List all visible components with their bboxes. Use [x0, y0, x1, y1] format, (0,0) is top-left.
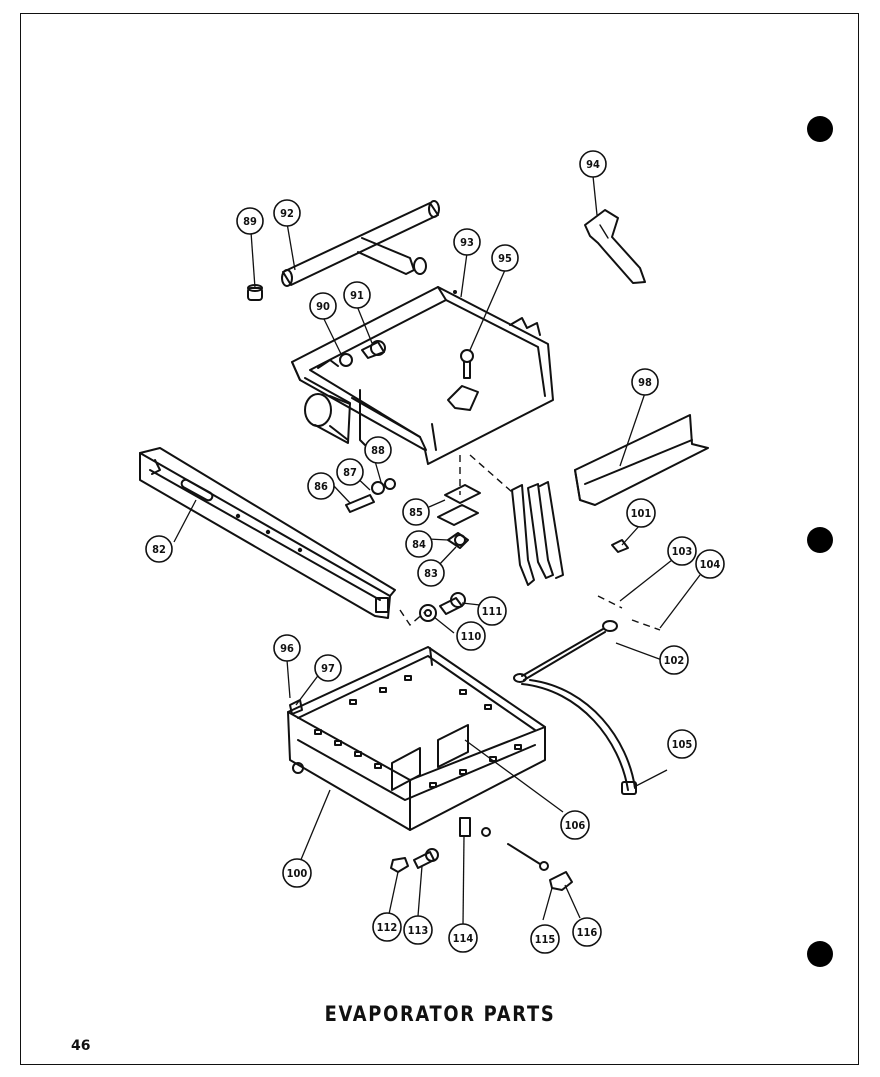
- callout-label: 105: [672, 738, 693, 751]
- callout-label: 106: [565, 819, 586, 832]
- callout-label: 98: [638, 376, 652, 389]
- part-rail: [139, 447, 396, 619]
- part-drain-tray: [287, 646, 546, 831]
- callout-label: 97: [321, 662, 335, 675]
- part-bent-fitting: [584, 209, 646, 284]
- part-angle-bracket: [574, 414, 709, 506]
- callout-92: 92: [273, 199, 301, 227]
- callout-leaders: [173, 175, 701, 926]
- callout-94: 94: [579, 150, 607, 178]
- callout-86: 86: [307, 472, 335, 500]
- callout-87: 87: [336, 458, 364, 486]
- callout-label: 85: [409, 506, 423, 519]
- part-tube: [281, 200, 440, 287]
- callout-label: 88: [371, 444, 385, 457]
- callout-label: 95: [498, 252, 512, 265]
- part-bolt-113: [413, 848, 439, 869]
- callout-88: 88: [364, 436, 392, 464]
- callout-90: 90: [309, 292, 337, 320]
- callout-label: 93: [460, 236, 474, 249]
- part-clip-101: [611, 539, 629, 553]
- callout-label: 112: [377, 921, 398, 934]
- callout-label: 103: [672, 545, 693, 558]
- callout-label: 100: [287, 867, 308, 880]
- callout-101: 101: [626, 498, 656, 528]
- callout-label: 84: [412, 538, 426, 551]
- part-washer-nut-90-91: [339, 340, 386, 367]
- callout-97: 97: [314, 654, 342, 682]
- callout-label: 90: [316, 300, 330, 313]
- part-curved-tube: [521, 679, 637, 795]
- part-thermostat-tubes: [511, 481, 564, 586]
- page-border: [20, 13, 859, 1065]
- callout-label: 91: [350, 289, 364, 302]
- binder-hole-bottom: [807, 941, 833, 967]
- callout-103: 103: [667, 536, 697, 566]
- callout-115: 115: [530, 924, 560, 954]
- assembly-leader-lines: [399, 454, 661, 631]
- callout-100: 100: [282, 858, 312, 888]
- callout-113: 113: [403, 915, 433, 945]
- callout-112: 112: [372, 912, 402, 942]
- callout-83: 83: [417, 559, 445, 587]
- callout-84: 84: [405, 530, 433, 558]
- diagram-title: EVAPORATOR PARTS: [324, 1002, 556, 1026]
- callout-label: 86: [314, 480, 328, 493]
- callout-label: 83: [424, 567, 438, 580]
- callout-85: 85: [402, 498, 430, 526]
- callout-105: 105: [667, 729, 697, 759]
- part-nut-112: [390, 857, 409, 873]
- tray-slots: [314, 675, 522, 788]
- callout-95: 95: [491, 244, 519, 272]
- callout-116: 116: [572, 917, 602, 947]
- callout-96: 96: [273, 634, 301, 662]
- callout-89: 89: [236, 207, 264, 235]
- callout-106: 106: [560, 810, 590, 840]
- part-bracket-114: [459, 817, 471, 837]
- page-number: 46: [71, 1038, 91, 1054]
- callout-label: 113: [408, 924, 429, 937]
- binder-hole-middle: [807, 527, 833, 553]
- callout-91: 91: [343, 281, 371, 309]
- callout-label: 104: [700, 558, 721, 571]
- callout-label: 115: [535, 933, 556, 946]
- binder-hole-top: [807, 116, 833, 142]
- callout-82: 82: [145, 535, 173, 563]
- callout-label: 89: [243, 215, 257, 228]
- part-link-115-116: [481, 827, 573, 891]
- callout-label: 92: [280, 207, 294, 220]
- part-washer-screw-110-111: [419, 592, 466, 622]
- callout-label: 102: [664, 654, 685, 667]
- part-evaporator-pan: [291, 286, 554, 465]
- callout-104: 104: [695, 549, 725, 579]
- callout-label: 96: [280, 642, 294, 655]
- callout-98: 98: [631, 368, 659, 396]
- callout-111: 111: [477, 596, 507, 626]
- part-screw-washers-86-88: [345, 478, 396, 513]
- callout-label: 116: [577, 926, 598, 939]
- part-screw-95: [460, 349, 474, 379]
- callout-label: 94: [586, 158, 600, 171]
- callout-93: 93: [453, 228, 481, 256]
- part-clip-stack-83-85: [437, 484, 481, 549]
- part-rod: [513, 620, 618, 683]
- callout-label: 82: [152, 543, 166, 556]
- callout-110: 110: [456, 621, 486, 651]
- callout-label: 111: [482, 605, 503, 618]
- callout-label: 114: [453, 932, 474, 945]
- callout-label: 110: [461, 630, 482, 643]
- callout-102: 102: [659, 645, 689, 675]
- callout-114: 114: [448, 923, 478, 953]
- callout-label: 101: [631, 507, 652, 520]
- callout-label: 87: [343, 466, 357, 479]
